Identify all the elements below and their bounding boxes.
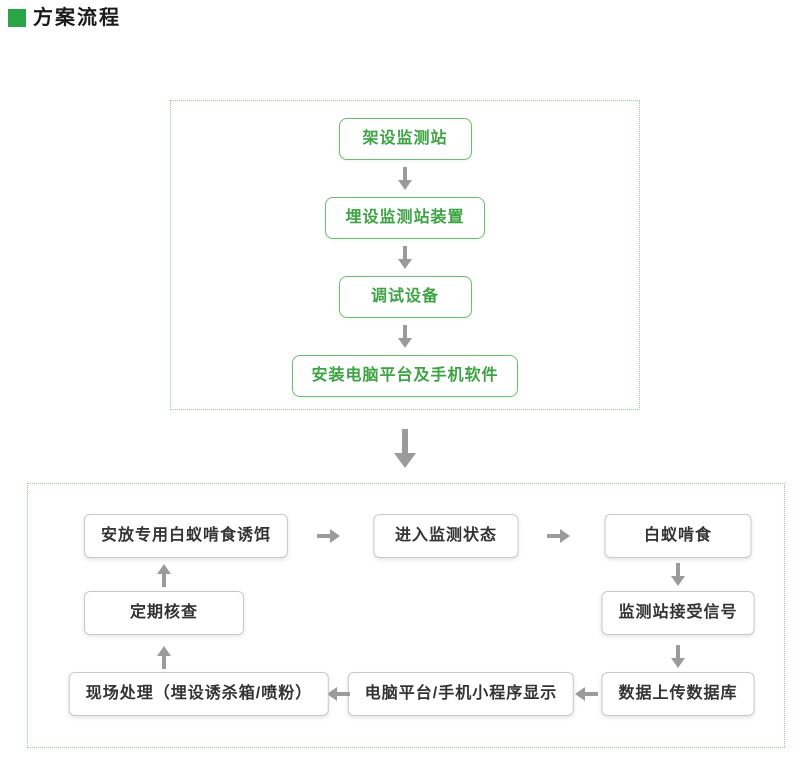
- arrow-down-icon: [397, 245, 413, 270]
- arrow-up-icon: [156, 563, 172, 587]
- arrow-left-icon: [574, 686, 598, 702]
- arrow-down-icon: [670, 563, 686, 587]
- flow-node-termite-feeding: 白蚁啃食: [604, 514, 752, 558]
- section-header: 方案流程: [8, 7, 121, 29]
- arrow-down-icon: [397, 324, 413, 349]
- flow-node-periodic-check: 定期核查: [84, 591, 244, 635]
- flow-node-setup-station: 架设监测站: [338, 118, 472, 160]
- flow-node-install-software: 安装电脑平台及手机软件: [292, 355, 518, 397]
- green-square-bullet-icon: [8, 9, 26, 27]
- flow-node-onsite-treatment: 现场处理（埋设诱杀箱/喷粉）: [68, 672, 330, 716]
- setup-phase-panel: 架设监测站 埋设监测站装置 调试设备 安装电脑平台及手机软件: [170, 100, 640, 410]
- flow-node-data-upload: 数据上传数据库: [601, 672, 755, 716]
- arrow-down-icon: [397, 166, 413, 191]
- flow-node-debug-equipment: 调试设备: [338, 276, 472, 318]
- arrow-right-icon: [317, 528, 341, 544]
- flow-node-monitoring-state: 进入监测状态: [373, 514, 519, 558]
- monitoring-phase-panel: 安放专用白蚁啃食诱饵 进入监测状态 白蚁啃食 监测站接受信号 数据上传数据库 电…: [27, 483, 785, 748]
- flow-node-signal-received: 监测站接受信号: [601, 591, 755, 635]
- arrow-right-icon: [547, 528, 571, 544]
- arrow-down-icon: [670, 645, 686, 669]
- arrow-down-large-icon: [394, 429, 416, 468]
- flow-node-platform-display: 电脑平台/手机小程序显示: [347, 672, 575, 716]
- arrow-up-icon: [156, 645, 172, 669]
- flow-node-place-bait: 安放专用白蚁啃食诱饵: [83, 514, 289, 558]
- flow-node-bury-device: 埋设监测站装置: [325, 197, 485, 239]
- page-title: 方案流程: [33, 7, 121, 29]
- arrow-left-icon: [326, 686, 350, 702]
